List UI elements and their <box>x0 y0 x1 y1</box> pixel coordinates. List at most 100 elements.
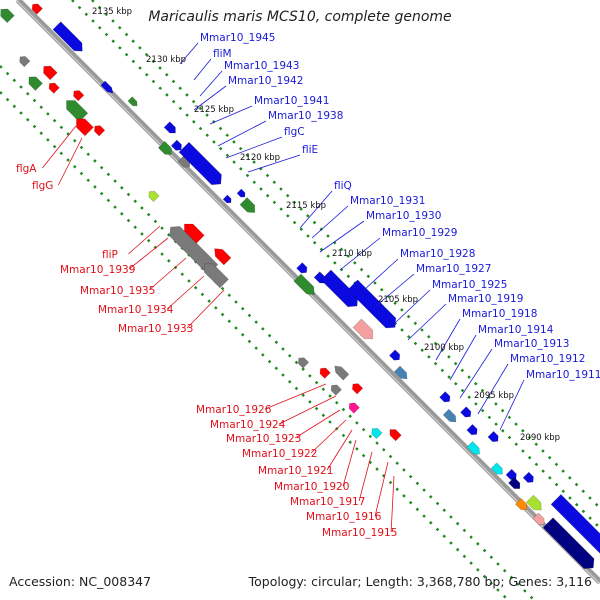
gene-feature-39 <box>28 76 43 91</box>
gene-feature-9 <box>239 197 256 213</box>
reverse-callout-upper-4 <box>148 257 187 291</box>
gene-feature-28 <box>508 476 521 489</box>
gene-feature-8 <box>222 194 232 204</box>
gene-feature-16 <box>352 318 374 340</box>
reverse-gene-label-lower-3: Mmar10_1922 <box>242 448 317 460</box>
reverse-gene-label-upper-3: Mmar10_1939 <box>60 264 135 276</box>
tick-label-8: 2095 kbp <box>474 391 514 401</box>
gene-feature-2 <box>127 96 138 107</box>
reverse-gene-label-lower-0: Mmar10_1926 <box>196 404 272 416</box>
gene-arrow-51 <box>334 365 350 381</box>
track-dots-3 <box>0 91 509 600</box>
gene-arrow-12 <box>296 262 308 274</box>
gene-label-callouts: Mmar10_1945fliMMmar10_1943Mmar10_1942Mma… <box>16 32 600 539</box>
reverse-gene-label-lower-8: Mmar10_1915 <box>322 527 397 539</box>
gene-feature-43 <box>94 125 106 137</box>
track-dots-1 <box>71 0 600 529</box>
gene-arrow-52 <box>352 383 364 395</box>
gene-arrow-24 <box>487 430 499 443</box>
gene-feature-42 <box>76 118 94 137</box>
forward-gene-label-7: fliE <box>302 144 318 156</box>
gene-arrow-9 <box>239 197 256 213</box>
forward-callout-8 <box>299 190 333 229</box>
forward-gene-label-2: Mmar10_1943 <box>224 60 299 72</box>
reverse-callout-lower-3 <box>310 419 347 454</box>
gene-arrow-53 <box>330 384 342 396</box>
gene-feature-18 <box>393 365 408 380</box>
gene-feature-15 <box>347 279 397 329</box>
gene-feature-44 <box>148 190 160 202</box>
reverse-gene-label-lower-2: Mmar10_1923 <box>226 433 301 445</box>
gene-arrow-41 <box>66 100 89 123</box>
track-dots-2 <box>0 65 535 600</box>
gene-arrow-15 <box>347 279 397 329</box>
gene-feature-45 <box>184 223 205 245</box>
reverse-callout-lower-1 <box>278 395 337 425</box>
gene-feature-23 <box>466 424 478 436</box>
tick-label-2: 2125 kbp <box>194 105 234 115</box>
gene-arrow-21 <box>460 406 472 418</box>
gene-feature-10 <box>236 188 246 198</box>
forward-gene-label-6: flgC <box>284 126 305 138</box>
reverse-callout-upper-2 <box>128 225 161 255</box>
gene-arrow-31 <box>532 512 545 525</box>
forward-gene-label-20: Mmar10_1911 <box>526 369 600 381</box>
gene-feature-36 <box>19 56 31 68</box>
forward-gene-label-18: Mmar10_1913 <box>494 338 569 350</box>
gene-feature-25 <box>490 462 503 475</box>
genome-stats-text: Topology: circular; Length: 3,368,780 bp… <box>248 574 592 589</box>
gene-feature-32 <box>542 517 595 569</box>
gene-feature-24 <box>487 430 499 443</box>
gene-feature-29 <box>515 498 528 511</box>
track-dots-0 <box>91 0 600 509</box>
gene-feature-11 <box>293 273 315 295</box>
gene-feature-19 <box>442 408 457 423</box>
gene-feature-53 <box>330 384 342 396</box>
forward-callout-17 <box>449 334 477 381</box>
gene-feature-34 <box>0 8 15 24</box>
gene-feature-6 <box>170 139 182 151</box>
gene-arrow-23 <box>466 424 478 436</box>
gene-arrow-40 <box>73 90 85 102</box>
tick-label-3: 2120 kbp <box>240 153 280 163</box>
accession-text: Accession: NC_008347 <box>9 574 152 589</box>
forward-callout-9 <box>311 205 349 239</box>
tick-label-7: 2100 kbp <box>424 343 464 353</box>
gene-feature-41 <box>66 100 89 123</box>
gene-features <box>0 3 600 569</box>
tick-label-5: 2110 kbp <box>332 249 372 259</box>
gene-arrow-16 <box>352 318 374 340</box>
gene-arrow-34 <box>0 8 15 24</box>
forward-gene-label-10: Mmar10_1930 <box>366 210 441 222</box>
gene-feature-27 <box>522 471 534 483</box>
reverse-gene-label-lower-1: Mmar10_1924 <box>210 419 286 431</box>
forward-callout-14 <box>395 289 431 323</box>
gene-feature-33 <box>550 494 600 558</box>
gene-arrow-17 <box>389 349 401 361</box>
forward-callout-15 <box>407 303 447 341</box>
forward-callout-19 <box>477 363 509 415</box>
reverse-gene-label-upper-0: flgA <box>16 163 37 175</box>
gene-arrow-28 <box>508 476 521 489</box>
reverse-gene-label-lower-6: Mmar10_1917 <box>290 496 365 508</box>
gene-arrow-56 <box>389 429 402 442</box>
forward-callout-4 <box>209 105 253 125</box>
gene-feature-0 <box>52 21 83 52</box>
forward-callout-16 <box>435 318 461 361</box>
gene-feature-54 <box>348 402 360 414</box>
gene-arrow-33 <box>550 494 600 558</box>
forward-gene-label-11: Mmar10_1929 <box>382 227 457 239</box>
reverse-callout-upper-6 <box>186 289 225 329</box>
gene-arrow-20 <box>439 391 451 403</box>
reverse-callout-lower-5 <box>342 439 357 487</box>
gene-feature-49 <box>297 357 310 369</box>
gene-feature-12 <box>296 262 308 274</box>
forward-gene-label-14: Mmar10_1925 <box>432 279 507 291</box>
gene-arrow-22 <box>466 441 480 455</box>
forward-gene-label-17: Mmar10_1914 <box>478 324 554 336</box>
tick-label-4: 2115 kbp <box>286 201 326 211</box>
forward-gene-label-3: Mmar10_1942 <box>228 75 303 87</box>
reverse-callout-lower-0 <box>264 383 327 410</box>
forward-callout-12 <box>363 258 399 291</box>
